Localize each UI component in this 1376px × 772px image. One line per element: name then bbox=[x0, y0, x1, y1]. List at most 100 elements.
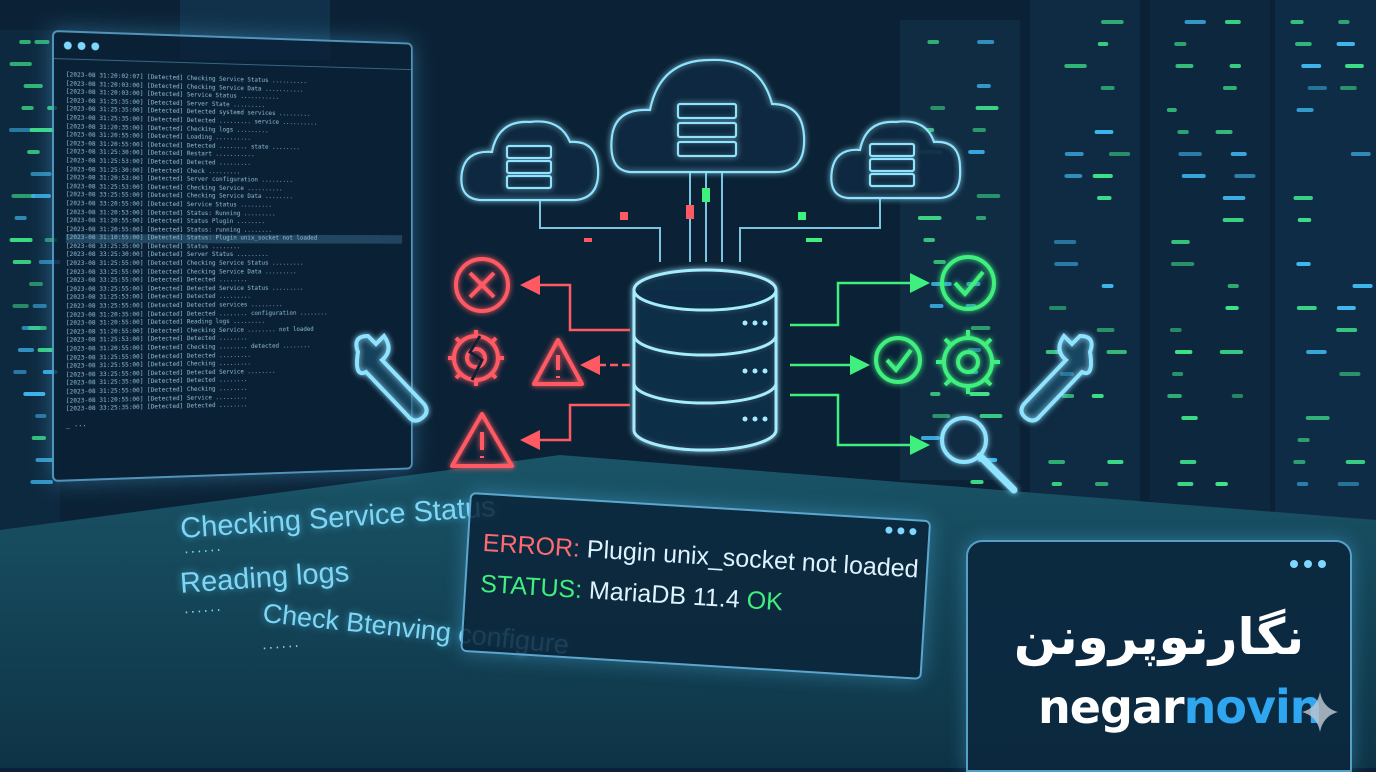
rack-led bbox=[1301, 64, 1322, 68]
status-label: STATUS: bbox=[479, 569, 583, 604]
rack-led bbox=[35, 458, 54, 462]
rack-led bbox=[1297, 218, 1312, 222]
rack-led bbox=[1174, 42, 1187, 46]
rack-led bbox=[1293, 196, 1313, 200]
rack-led bbox=[975, 216, 987, 220]
rack-led bbox=[37, 348, 54, 352]
rack-led bbox=[933, 260, 946, 264]
rack-led bbox=[1171, 240, 1190, 244]
caption-ellipsis: ...... bbox=[261, 634, 302, 654]
rack-led bbox=[1297, 438, 1310, 442]
window-dots bbox=[1290, 560, 1326, 568]
rack-led bbox=[1096, 328, 1115, 332]
rack-led bbox=[1227, 284, 1239, 288]
rack-led bbox=[1345, 64, 1364, 68]
rack-led bbox=[1169, 328, 1182, 332]
rack-led bbox=[1305, 416, 1330, 420]
rack-led bbox=[29, 128, 54, 132]
rack-led bbox=[31, 436, 46, 440]
rack-led bbox=[35, 414, 47, 418]
rack-led bbox=[1094, 130, 1114, 134]
rack-led bbox=[1222, 196, 1246, 200]
rack-led bbox=[1091, 394, 1104, 398]
rack-led bbox=[1045, 350, 1062, 354]
rack-led bbox=[27, 150, 40, 154]
rack-led bbox=[1179, 460, 1197, 464]
rack-led bbox=[1101, 284, 1114, 288]
gear-icon bbox=[936, 330, 1000, 394]
rack-led bbox=[1290, 20, 1304, 24]
rack-led bbox=[1170, 262, 1195, 266]
rack-led bbox=[1296, 306, 1317, 310]
brand-name-persian: نگارنوپرونن bbox=[1013, 608, 1305, 666]
rack-led bbox=[34, 40, 50, 44]
rack-led bbox=[9, 238, 33, 242]
rack-led bbox=[1097, 42, 1109, 46]
rack-led bbox=[19, 40, 31, 44]
rack-led bbox=[1092, 174, 1113, 178]
rack-led bbox=[1172, 372, 1184, 376]
rack-led bbox=[1296, 108, 1314, 112]
rack-led bbox=[1064, 174, 1083, 178]
rack-led bbox=[1177, 130, 1189, 134]
rack-led bbox=[1337, 482, 1360, 486]
magnifier-icon bbox=[940, 416, 1018, 494]
rack-led bbox=[1222, 86, 1237, 90]
error-text: Plugin unix_socket not loaded bbox=[586, 535, 920, 584]
caption-ellipsis: ...... bbox=[183, 538, 224, 558]
rack-led bbox=[1229, 64, 1242, 68]
status-ok: OK bbox=[745, 586, 784, 617]
rack-led bbox=[976, 194, 1001, 198]
rack-led bbox=[32, 304, 47, 308]
rack-led bbox=[1174, 350, 1193, 354]
cloud-server-icon bbox=[460, 120, 600, 202]
rack-led bbox=[972, 128, 987, 132]
rack-led bbox=[30, 480, 53, 484]
rack-led bbox=[13, 370, 27, 374]
rack-led bbox=[1177, 482, 1194, 486]
rack-led bbox=[1064, 64, 1087, 68]
error-label: ERROR: bbox=[482, 528, 581, 563]
rack-led bbox=[1064, 152, 1084, 156]
rack-led bbox=[1224, 20, 1241, 24]
rack-led bbox=[23, 84, 43, 88]
cloud-server-icon bbox=[830, 120, 962, 200]
error-cross-icon bbox=[454, 257, 510, 313]
rack-led bbox=[917, 216, 942, 220]
rack-led bbox=[1101, 20, 1124, 24]
rack-led bbox=[1107, 460, 1124, 464]
rack-led bbox=[976, 84, 991, 88]
rack-led bbox=[29, 282, 43, 286]
rack-led bbox=[1339, 86, 1357, 90]
rack-led bbox=[969, 392, 990, 396]
rack-led bbox=[1048, 460, 1066, 464]
database-icon bbox=[632, 268, 778, 452]
rack-led bbox=[1167, 394, 1182, 398]
rack-led bbox=[30, 172, 52, 176]
rack-led bbox=[1222, 218, 1244, 222]
rack-led bbox=[1049, 306, 1067, 310]
rack-led bbox=[1181, 174, 1206, 178]
rack-led bbox=[1108, 152, 1131, 156]
status-panel: ERROR: Plugin unix_socket not loaded STA… bbox=[460, 492, 932, 680]
wrench-icon bbox=[1019, 332, 1094, 423]
rack-led bbox=[1097, 196, 1112, 200]
rack-led bbox=[1296, 482, 1309, 486]
rack-led bbox=[1234, 174, 1256, 178]
warning-icon bbox=[450, 412, 514, 468]
rack-led bbox=[1295, 42, 1312, 46]
rack-led bbox=[1215, 130, 1233, 134]
rack-led bbox=[9, 128, 33, 132]
cloud-server-icon bbox=[610, 58, 806, 174]
rack-led bbox=[1345, 460, 1366, 464]
rack-led bbox=[1219, 350, 1244, 354]
rack-led bbox=[1175, 64, 1194, 68]
rack-led bbox=[975, 106, 999, 110]
rack-led bbox=[1231, 394, 1244, 398]
rack-led bbox=[968, 150, 985, 154]
rack-led bbox=[927, 40, 940, 44]
sparkle-icon bbox=[1302, 692, 1338, 732]
broken-gear-icon bbox=[448, 330, 504, 386]
window-dots bbox=[885, 526, 917, 536]
